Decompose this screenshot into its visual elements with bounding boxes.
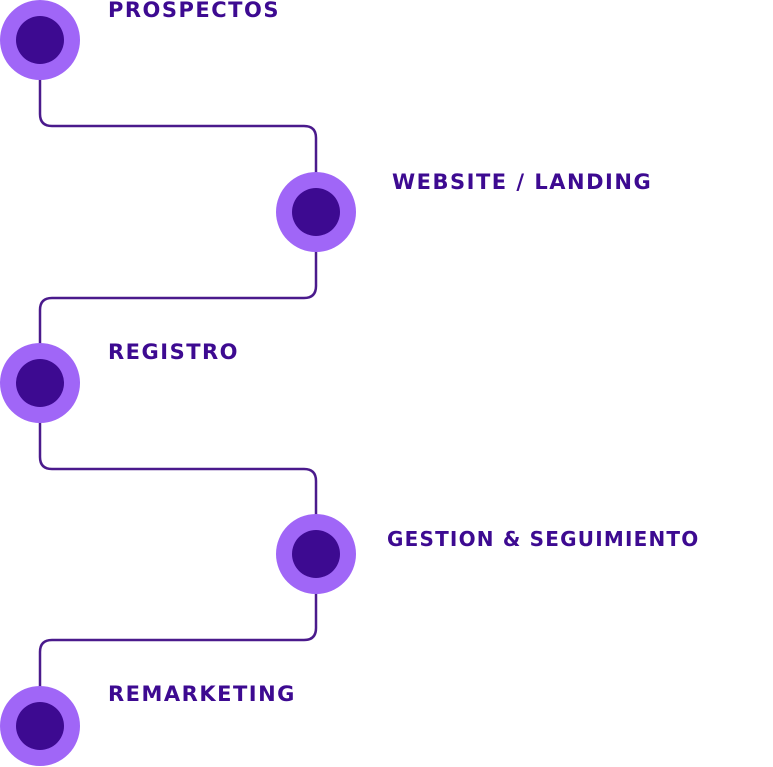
step-node-remarketing bbox=[0, 686, 80, 766]
connector-2-to-3 bbox=[38, 212, 318, 383]
connector-4-to-5 bbox=[38, 554, 318, 726]
step-node-core bbox=[16, 702, 64, 750]
step-node-gestion-seguimiento bbox=[276, 514, 356, 594]
step-node-core bbox=[292, 188, 340, 236]
step-node-registro bbox=[0, 343, 80, 423]
step-label-remarketing: REMARKETING bbox=[108, 682, 296, 706]
step-node-core bbox=[16, 16, 64, 64]
step-nodes bbox=[0, 0, 356, 766]
step-label-website-landing: WEBSITE / LANDING bbox=[392, 170, 653, 194]
step-label-prospectos: PROSPECTOS bbox=[108, 0, 280, 22]
connector-1-to-2 bbox=[38, 40, 318, 212]
step-label-registro: REGISTRO bbox=[108, 340, 240, 364]
step-label-gestion-seguimiento: GESTION & SEGUIMIENTO bbox=[387, 527, 700, 551]
step-node-website-landing bbox=[276, 172, 356, 252]
step-node-prospectos bbox=[0, 0, 80, 80]
connector-lines bbox=[38, 40, 318, 726]
connector-3-to-4 bbox=[38, 383, 318, 554]
step-node-core bbox=[292, 530, 340, 578]
step-node-core bbox=[16, 359, 64, 407]
